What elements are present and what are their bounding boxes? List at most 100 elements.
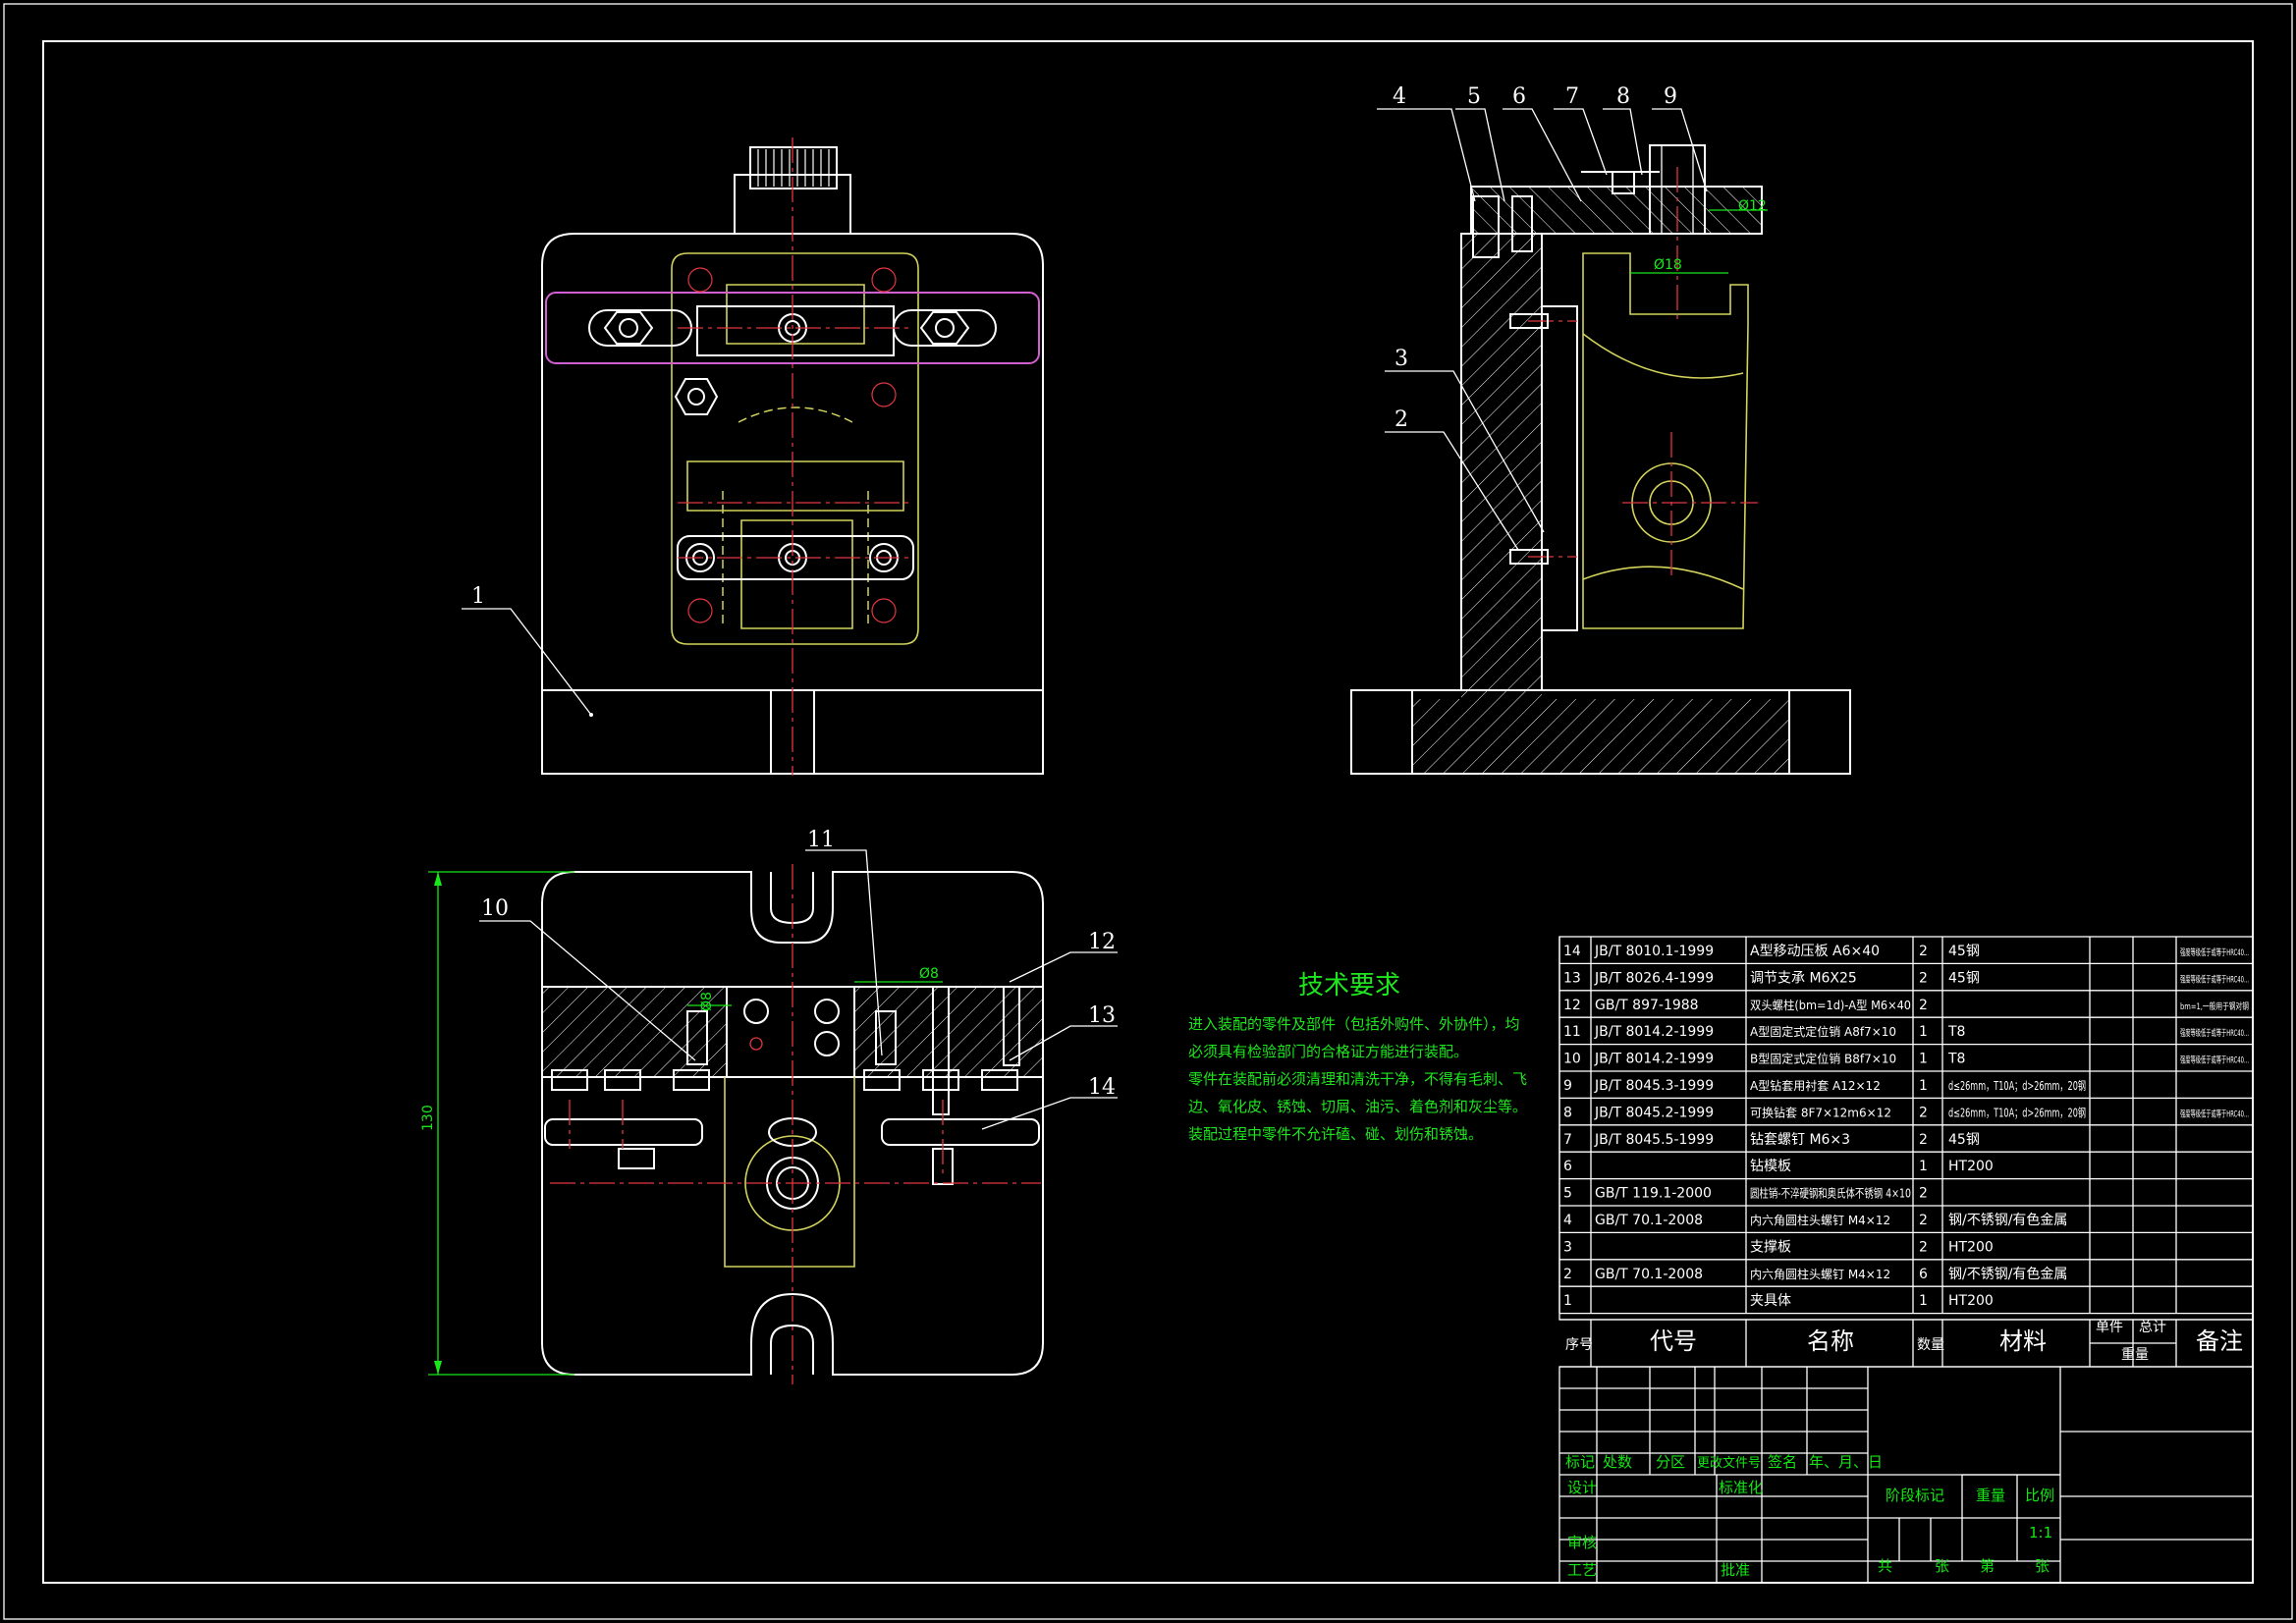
bom-cell-note: 强度等级低于或等于HRC40... [2180, 973, 2249, 985]
bom-header-weight: 重量 [2121, 1347, 2149, 1363]
bom-cell-code: GB/T 897-1988 [1595, 998, 1699, 1013]
bom-cell-name: 可换钻套 8F7×12m6×12 [1750, 1105, 1891, 1119]
balloon-7: 7 [1565, 84, 1579, 109]
bom-cell-qty: 1 [1919, 1024, 1928, 1040]
front-view: 1 [462, 137, 1044, 776]
bom-cell-name: 夹具体 [1750, 1293, 1791, 1309]
bom-cell-code: JB/T 8026.4-1999 [1594, 970, 1714, 986]
tb-check: 审核 [1567, 1534, 1597, 1551]
technical-requirements: 技术要求 进入装配的零件及部件（包括外购件、外协件），均 必须具有检验部门的合格… [1188, 971, 1527, 1143]
bom-cell-note: 强度等级低于或等于HRC40... [2180, 1027, 2249, 1039]
bom-cell-no: 1 [1563, 1293, 1572, 1309]
bom-cell-qty: 2 [1919, 944, 1928, 959]
side-section-view: Ø12 Ø18 4 5 6 7 8 9 3 2 [1350, 84, 1851, 775]
bom-cell-code: JB/T 8010.1-1999 [1594, 944, 1714, 959]
bom-cell-no: 10 [1563, 1052, 1581, 1067]
tech-req-line-3: 零件在装配前必须清理和清洗干净，不得有毛刺、飞 [1188, 1070, 1527, 1088]
balloon-4: 4 [1393, 84, 1406, 109]
tb-change-doc: 更改文件号 [1697, 1456, 1761, 1471]
bom-cell-no: 5 [1563, 1186, 1572, 1202]
tb-sign: 签名 [1768, 1453, 1797, 1471]
bom-cell-code: GB/T 70.1-2008 [1595, 1267, 1703, 1282]
bom-cell-no: 14 [1563, 944, 1581, 959]
tb-sheet-no: 第 [1980, 1557, 1995, 1575]
bom-cell-name: 圆柱销-不淬硬钢和奥氏体不锈钢 4×10 [1750, 1186, 1911, 1201]
bom-cell-no: 8 [1563, 1105, 1572, 1120]
dim-phi18: Ø18 [1654, 257, 1682, 273]
bom-cell-qty: 1 [1919, 1052, 1928, 1067]
bom-cell-name: 支撑板 [1750, 1239, 1791, 1255]
bom-cell-no: 7 [1563, 1132, 1572, 1148]
bom-header-unit: 单件 [2096, 1320, 2123, 1335]
bom-cell-name: 钻模板 [1750, 1159, 1791, 1174]
balloon-14: 14 [1088, 1075, 1116, 1100]
dim-phi12: Ø12 [1738, 198, 1767, 214]
bom-cell-material: 45钢 [1948, 1132, 1980, 1148]
balloon-13: 13 [1088, 1003, 1116, 1028]
tb-design: 设计 [1567, 1479, 1597, 1496]
balloon-8: 8 [1616, 84, 1630, 109]
balloon-6: 6 [1512, 84, 1526, 109]
bom-cell-code: JB/T 8045.3-1999 [1594, 1078, 1714, 1094]
tb-sheets-unit: 张 [1935, 1557, 1949, 1575]
tb-date: 年、月、日 [1809, 1453, 1883, 1471]
balloon-10: 10 [481, 896, 509, 921]
bom-cell-note: bm=1,一般用于钢对钢 [2180, 1001, 2249, 1012]
bom-cell-name: A型移动压板 A6×40 [1750, 944, 1880, 959]
bom-cell-qty: 2 [1919, 1105, 1928, 1120]
bom-cell-material: HT200 [1948, 1293, 1994, 1309]
bom-cell-note: 强度等级低于或等于HRC40... [2180, 1055, 2249, 1066]
bom-cell-name: A型固定式定位销 A8f7×10 [1750, 1024, 1896, 1039]
bom-cell-name: 双头螺柱(bm=1d)-A型 M6×40 [1750, 998, 1911, 1012]
bom-cell-material: HT200 [1948, 1239, 1994, 1255]
bom-cell-qty: 2 [1919, 998, 1928, 1013]
dim-overall-130: 130 [420, 1105, 436, 1131]
sheet-border [3, 3, 2293, 1620]
bom-cell-material: d≤26mm，T10A；d>26mm，20钢 [1948, 1106, 2086, 1119]
bom-cell-qty: 2 [1919, 970, 1928, 986]
balloon-1: 1 [471, 584, 485, 609]
bom-cell-no: 12 [1563, 998, 1581, 1013]
tb-stage-mark: 阶段标记 [1886, 1487, 1944, 1504]
bom-cell-qty: 1 [1919, 1078, 1928, 1094]
bom-cell-note: 强度等级低于或等于HRC40... [2180, 1108, 2249, 1119]
tb-mark: 标记 [1565, 1453, 1595, 1471]
tb-count: 处数 [1603, 1453, 1632, 1471]
bom-cell-no: 4 [1563, 1213, 1572, 1228]
bom-cell-material: 45钢 [1948, 970, 1980, 986]
bom-cell-name: A型钻套用衬套 A12×12 [1750, 1078, 1881, 1093]
bom-cell-no: 2 [1563, 1267, 1572, 1282]
tb-process: 工艺 [1567, 1561, 1597, 1579]
balloon-3: 3 [1394, 347, 1408, 371]
tb-weight: 重量 [1976, 1487, 2005, 1504]
bom-cell-qty: 1 [1919, 1293, 1928, 1309]
bom-cell-qty: 6 [1919, 1267, 1928, 1282]
tb-scale-value: 1:1 [2029, 1524, 2052, 1542]
bom-cell-material: 钢/不锈钢/有色金属 [1948, 1212, 2067, 1228]
bom-cell-code: JB/T 8014.2-1999 [1594, 1024, 1714, 1040]
tech-req-line-5: 装配过程中零件不允许磕、碰、划伤和锈蚀。 [1188, 1125, 1483, 1143]
balloon-12: 12 [1088, 930, 1116, 954]
bom-cell-material: T8 [1947, 1052, 1965, 1067]
title-block: 标记 处数 分区 更改文件号 签名 年、月、日 设计 标准化 阶段标记 重量 比… [1558, 1319, 2254, 1584]
bom-cell-code: GB/T 119.1-2000 [1595, 1186, 1712, 1202]
dim-phi8-right: Ø8 [919, 966, 939, 982]
tech-req-line-4: 边、氧化皮、锈蚀、切屑、油污、着色剂和灰尘等。 [1188, 1098, 1527, 1115]
bom-cell-material: HT200 [1948, 1159, 1994, 1174]
tb-scale: 比例 [2025, 1487, 2054, 1504]
balloon-11: 11 [807, 828, 835, 852]
tb-zone: 分区 [1656, 1453, 1685, 1471]
tech-req-title: 技术要求 [1298, 971, 1400, 1001]
tb-total-sheets: 共 [1878, 1557, 1892, 1575]
dim-phi8-left: Ø8 [699, 992, 715, 1011]
bom-header-qty: 数量 [1917, 1337, 1944, 1353]
bom-cell-code: JB/T 8045.5-1999 [1594, 1132, 1714, 1148]
bom-cell-name: B型固定式定位销 B8f7×10 [1750, 1052, 1896, 1066]
bom-cell-no: 9 [1563, 1078, 1572, 1094]
bom-header-total: 总计 [2139, 1320, 2166, 1335]
bom-cell-qty: 2 [1919, 1132, 1928, 1148]
tech-req-line-2: 必须具有检验部门的合格证方能进行装配。 [1188, 1043, 1468, 1060]
bom-header-material: 材料 [1999, 1327, 2047, 1355]
